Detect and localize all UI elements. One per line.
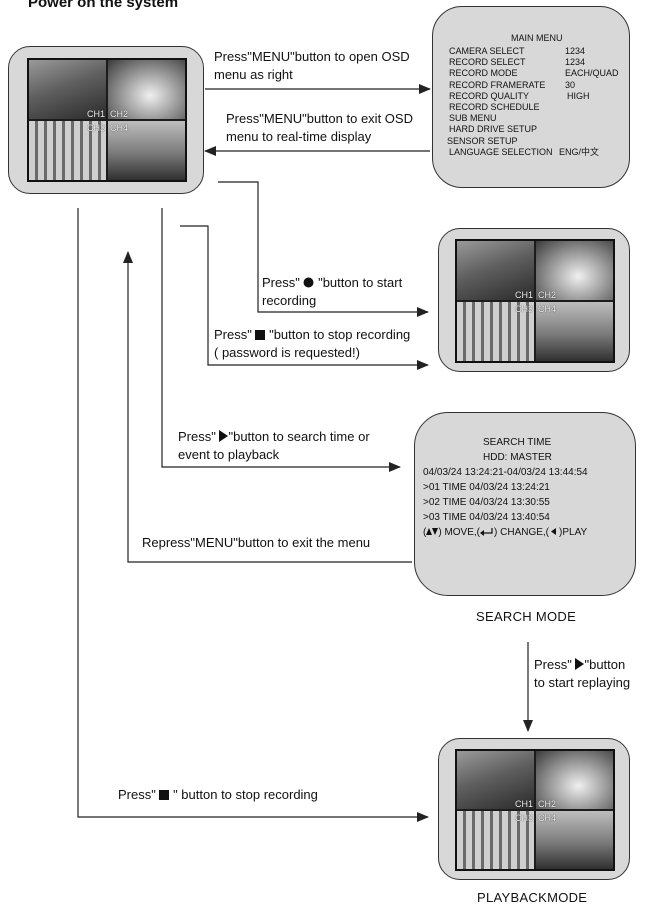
- camera-3-view: [457, 811, 534, 869]
- arrow-stop-playback: [77, 208, 429, 822]
- step-open-menu: Press"MENU"button to open OSD menu as ri…: [214, 49, 410, 82]
- ch1-label: CH1: [515, 799, 534, 809]
- camera-1-view: [29, 60, 106, 119]
- recording-monitor: CH1 CH2 CH3 CH4: [438, 228, 630, 372]
- ch1-label: CH1: [515, 290, 534, 300]
- left-triangle-icon: [551, 528, 557, 535]
- step-stop-recording: Press" "button to stop recording ( passw…: [214, 327, 411, 360]
- playback-mode-caption: PLAYBACKMODE: [477, 890, 588, 905]
- search-help: () MOVE,() CHANGE,()PLAY: [423, 527, 588, 538]
- camera-3-view: [29, 121, 106, 180]
- search-range: 04/03/24 13:24:21-04/03/24 13:44:54: [423, 467, 588, 478]
- camera-4-view: [536, 811, 613, 869]
- search-entry-2: >02 TIME 04/03/24 13:30:55: [423, 497, 550, 508]
- quad-view: CH1 CH2 CH3 CH4: [455, 239, 615, 363]
- menu-item-label: LANGUAGE SELECTION: [449, 146, 553, 157]
- ch3-label: CH3: [87, 123, 106, 133]
- search-time-panel: SEARCH TIME HDD: MASTER 04/03/24 13:24:2…: [414, 412, 636, 596]
- menu-item-label: RECORD QUALITY: [449, 90, 530, 101]
- ch2-label: CH2: [538, 290, 557, 300]
- camera-2-view: [108, 60, 185, 119]
- search-hdd: HDD: MASTER: [483, 452, 552, 463]
- camera-2-view: [536, 751, 613, 809]
- playback-monitor: CH1 CH2 CH3 CH4: [438, 738, 630, 880]
- play-triangle-icon: [575, 658, 585, 670]
- step-search: Press" "button to search time or event t…: [178, 429, 370, 462]
- camera-1-view: [457, 241, 534, 300]
- menu-item-value: EACH/QUAD: [565, 68, 619, 79]
- arrow-search: [161, 208, 401, 472]
- menu-item-label: RECORD SELECT: [449, 57, 526, 68]
- up-down-arrows-icon: [426, 528, 439, 535]
- menu-item-value: 1234: [565, 46, 586, 56]
- enter-key-icon: [480, 528, 493, 536]
- record-dot-icon: [303, 277, 314, 288]
- ch4-label: CH4: [538, 813, 557, 823]
- menu-item-label: HARD DRIVE SETUP: [449, 124, 538, 135]
- step-repress-menu: Repress"MENU"button to exit the menu: [142, 535, 371, 550]
- arrow-start-record: [218, 181, 429, 317]
- camera-3-view: [457, 302, 534, 361]
- search-entry-1: >01 TIME 04/03/24 13:24:21: [423, 482, 550, 493]
- menu-item-label: RECORD MODE: [449, 68, 518, 79]
- camera-4-view: [536, 302, 613, 361]
- menu-item-value: 1234: [565, 57, 586, 68]
- quad-view: CH1 CH2 CH3 CH4: [455, 749, 615, 871]
- camera-1-view: [457, 751, 534, 809]
- ch2-label: CH2: [110, 109, 129, 119]
- play-triangle-icon: [219, 430, 229, 442]
- search-title: SEARCH TIME: [483, 437, 552, 448]
- menu-item-label: SENSOR SETUP: [447, 135, 518, 146]
- arrow-repress-menu: [123, 251, 412, 563]
- menu-item-label: RECORD SCHEDULE: [449, 102, 540, 112]
- ch3-label: CH3: [515, 304, 534, 314]
- live-view-monitor: CH1 CH2 CH3 CH4: [8, 46, 204, 194]
- search-mode-caption: SEARCH MODE: [476, 609, 577, 624]
- search-entry-3: >03 TIME 04/03/24 13:40:54: [423, 512, 550, 523]
- menu-item-value: ENG/中文: [559, 146, 600, 157]
- page-heading: Power on the system: [28, 0, 179, 11]
- step-start-recording: Press" "button to start recording: [262, 275, 403, 308]
- camera-4-view: [108, 121, 185, 180]
- menu-item-label: CAMERA SELECT: [449, 46, 525, 56]
- menu-item-label: RECORD FRAMERATE: [449, 79, 546, 90]
- ch4-label: CH4: [538, 304, 557, 314]
- camera-2-view: [536, 241, 613, 300]
- ch2-label: CH2: [538, 799, 557, 809]
- ch3-label: CH3: [515, 813, 534, 823]
- ch1-label: CH1: [87, 109, 106, 119]
- ch4-label: CH4: [110, 123, 129, 133]
- stop-square-icon: [255, 330, 266, 340]
- quad-view: CH1 CH2 CH3 CH4: [27, 58, 187, 182]
- step-exit-menu: Press"MENU"button to exit OSD menu to re…: [226, 111, 413, 144]
- arrow-stop-record: [180, 225, 429, 370]
- stop-square-icon: [159, 790, 170, 800]
- menu-item-label: SUB MENU: [449, 113, 497, 124]
- step-stop-playback: Press" " button to stop recording: [118, 787, 318, 802]
- menu-item-value: HIGH: [567, 90, 590, 101]
- menu-item-value: 30: [565, 79, 576, 90]
- step-start-replay: Press" "button to start replaying: [534, 657, 631, 690]
- main-menu-title: MAIN MENU: [511, 33, 563, 43]
